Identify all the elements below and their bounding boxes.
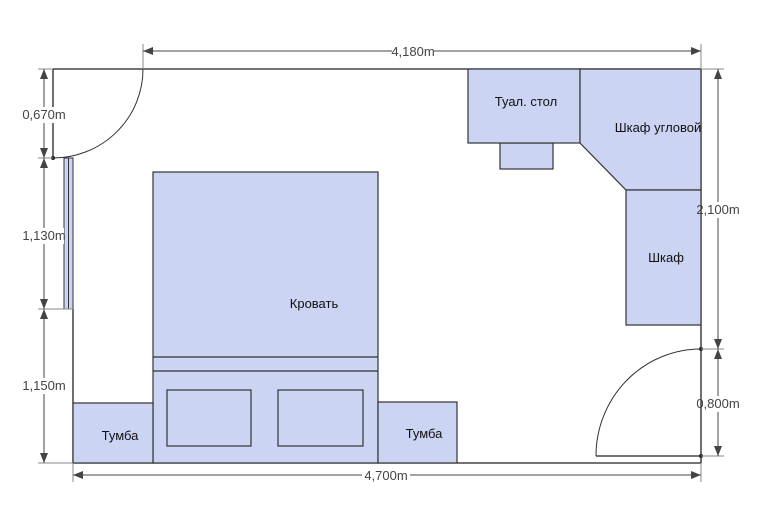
dressing-stool bbox=[499, 142, 554, 170]
wardrobe-label: Шкаф bbox=[648, 250, 684, 265]
bed-drawer bbox=[166, 389, 252, 447]
dimension-top-label: 4,180m bbox=[391, 44, 434, 59]
bed-drawer bbox=[277, 389, 364, 447]
dimension-bottom-label: 4,700m bbox=[364, 468, 407, 483]
dimension-right: 2,100m 0,800m bbox=[696, 68, 742, 457]
dressing-table: Туал. стол bbox=[467, 68, 581, 170]
nightstand-right-label: Тумба bbox=[406, 426, 444, 441]
dressing-table-label: Туал. стол bbox=[495, 94, 557, 109]
dimension-left-lower-label: 1,150m bbox=[22, 378, 65, 393]
bed-label: Кровать bbox=[290, 296, 339, 311]
corner-wardrobe: Шкаф угловой bbox=[579, 68, 702, 191]
nightstand-left: Тумба bbox=[72, 402, 154, 464]
dimension-top: 4,180m bbox=[142, 43, 702, 69]
dimension-right-upper-label: 2,100m bbox=[696, 202, 739, 217]
wardrobe: Шкаф bbox=[625, 189, 702, 326]
corner-wardrobe-label: Шкаф угловой bbox=[615, 120, 702, 135]
dimension-left-window-label: 1,130m bbox=[22, 228, 65, 243]
dimension-bottom: 4,700m bbox=[72, 463, 702, 483]
bed: Кровать bbox=[152, 171, 379, 464]
nightstand-left-label: Тумба bbox=[102, 428, 140, 443]
door-balcony bbox=[595, 347, 703, 458]
nightstand-right: Тумба bbox=[377, 401, 458, 464]
dimension-right-door-label: 0,800m bbox=[696, 396, 739, 411]
dimension-left: 0,670m 1,130m 1,150m bbox=[20, 68, 73, 464]
dimension-left-door-label: 0,670m bbox=[22, 107, 65, 122]
